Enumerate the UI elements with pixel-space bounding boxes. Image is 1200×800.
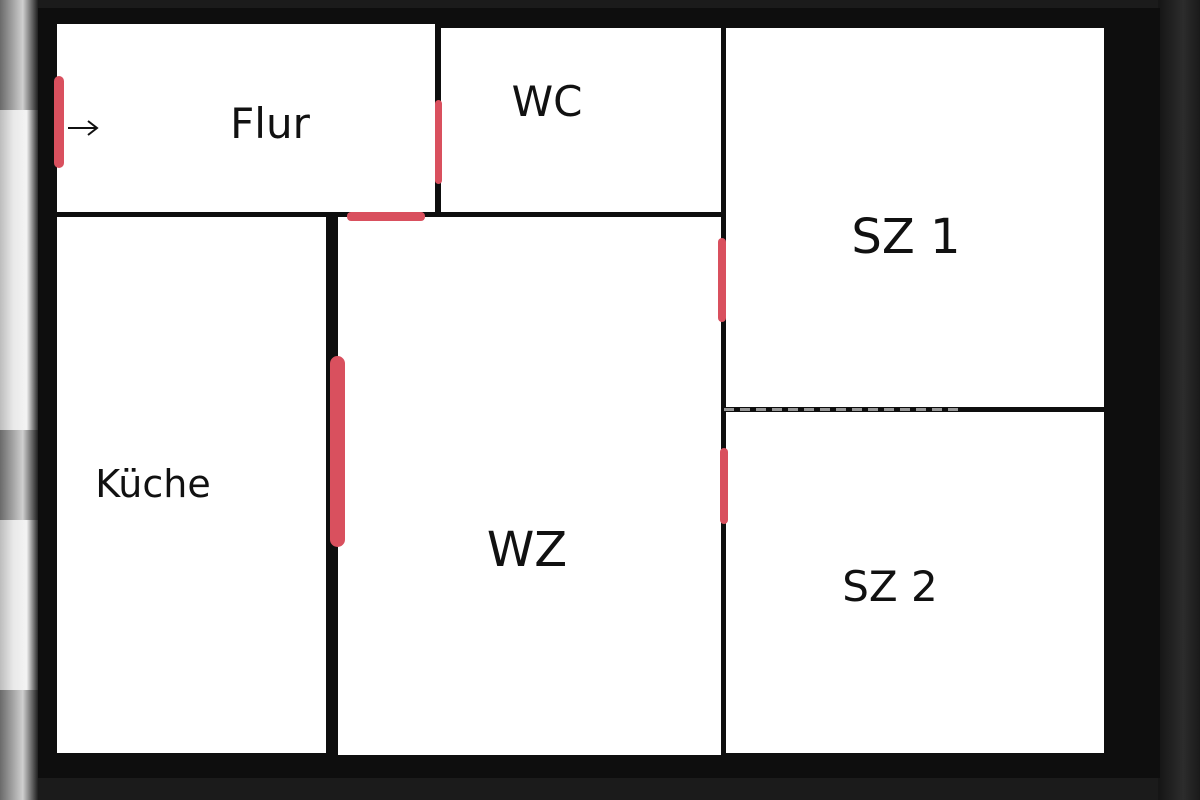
door-entrance (54, 76, 64, 168)
room-label-wz: WZ (486, 522, 568, 578)
left-edge-strip (0, 0, 38, 800)
left-edge-shade-top (0, 0, 38, 110)
room-wz (338, 217, 721, 755)
right-edge-strip (1158, 0, 1200, 800)
room-wc (441, 28, 721, 212)
room-sz2 (726, 412, 1104, 753)
right-arrow-icon (68, 120, 99, 136)
room-flur (57, 24, 435, 212)
room-label-kueche: Küche (95, 462, 211, 506)
room-kueche (57, 217, 326, 753)
dashed-wall-marking (724, 408, 960, 411)
room-sz1 (726, 28, 1104, 407)
room-label-wc: WC (511, 77, 583, 126)
door-wz-sz2 (720, 448, 728, 524)
door-flur-wz (347, 212, 425, 221)
room-label-flur: Flur (230, 99, 310, 148)
room-label-sz2: SZ 2 (842, 562, 938, 611)
door-flur-wc (435, 100, 442, 184)
door-wz-sz1 (718, 238, 726, 322)
room-label-sz1: SZ 1 (851, 209, 961, 265)
left-edge-shade-middle (0, 430, 38, 520)
left-edge-shade-bottom (0, 690, 38, 800)
door-kueche-wz (330, 356, 345, 547)
